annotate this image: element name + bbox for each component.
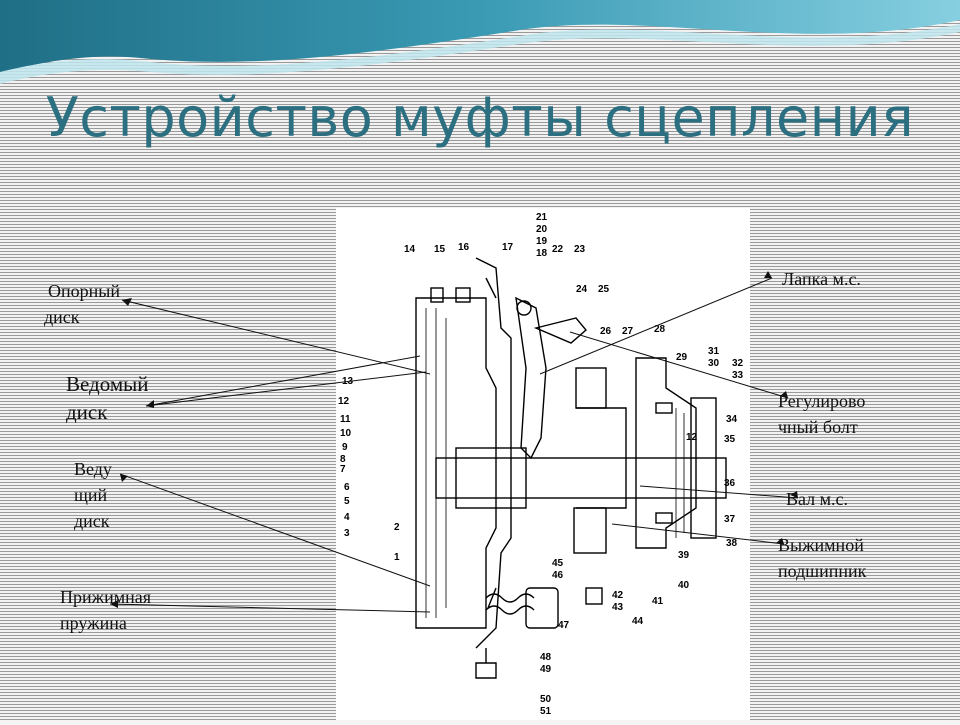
part-number: 12 xyxy=(338,396,350,407)
part-number: 33 xyxy=(732,370,744,381)
part-number: 8 xyxy=(340,454,346,465)
part-number: 25 xyxy=(598,284,610,295)
label-prizhimnaya-pruzhina: Прижимная пружина xyxy=(60,587,151,633)
shaft xyxy=(435,457,727,499)
part-number: 43 xyxy=(612,602,624,613)
part-number: 12 xyxy=(686,432,698,443)
part-number: 36 xyxy=(724,478,736,489)
part-number: 18 xyxy=(536,248,548,259)
part-number: 24 xyxy=(576,284,588,295)
clutch-diagram: 14 15 16 17 22 23 21 20 19 18 24 25 26 2… xyxy=(338,212,744,717)
label-regulirovochnyi-bolt: Регулирово чный болт xyxy=(778,391,866,437)
part-number: 32 xyxy=(732,358,744,369)
part-number: 11 xyxy=(340,414,351,425)
part-number: 35 xyxy=(724,434,736,445)
label-vyzhimnoi-podshipnik: Выжимной подшипник xyxy=(778,535,867,581)
part-number: 41 xyxy=(652,596,664,607)
part-number: 45 xyxy=(552,558,564,569)
part-number: 37 xyxy=(724,514,736,525)
part-number: 17 xyxy=(502,242,514,253)
part-number: 46 xyxy=(552,570,564,581)
part-number: 39 xyxy=(678,550,690,561)
part-number: 15 xyxy=(434,244,446,255)
part-number: 31 xyxy=(708,346,720,357)
part-number: 47 xyxy=(558,620,570,631)
part-number: 21 xyxy=(536,212,548,223)
housing-outline xyxy=(475,257,512,649)
clutch-diagram-panel: 14 15 16 17 22 23 21 20 19 18 24 25 26 2… xyxy=(336,208,750,720)
part-number: 10 xyxy=(340,428,352,439)
part-number: 23 xyxy=(574,244,586,255)
part-number: 51 xyxy=(540,706,552,717)
part-number: 20 xyxy=(536,224,548,235)
part-number-labels: 14 15 16 17 22 23 21 20 19 18 24 25 26 2… xyxy=(338,212,744,717)
part-number: 7 xyxy=(340,464,346,475)
flywheel-outline xyxy=(415,297,497,629)
part-number: 42 xyxy=(612,590,624,601)
part-number: 49 xyxy=(540,664,552,675)
part-number: 2 xyxy=(394,522,400,533)
part-number: 26 xyxy=(600,326,612,337)
part-number: 22 xyxy=(552,244,564,255)
part-number: 27 xyxy=(622,326,634,337)
label-val: Вал м.с. xyxy=(786,489,849,509)
part-number: 40 xyxy=(678,580,690,591)
part-number: 28 xyxy=(654,324,666,335)
label-vedushchii-disk: Веду щий диск xyxy=(74,459,112,531)
part-number: 48 xyxy=(540,652,552,663)
part-number: 30 xyxy=(708,358,720,369)
part-number: 44 xyxy=(632,616,644,627)
header-wave xyxy=(0,0,960,84)
part-number: 1 xyxy=(394,552,400,563)
part-number: 5 xyxy=(344,496,350,507)
part-number: 4 xyxy=(344,512,350,523)
label-lapka: Лапка м.с. xyxy=(782,269,861,289)
part-number: 29 xyxy=(676,352,688,363)
part-number: 9 xyxy=(342,442,348,453)
release-fork xyxy=(515,296,547,460)
gearbox-housing xyxy=(635,357,697,549)
part-number: 3 xyxy=(344,528,350,539)
part-number: 34 xyxy=(726,414,738,425)
part-number: 14 xyxy=(404,244,416,255)
label-vedomyi-disk: Ведомый диск xyxy=(66,372,149,424)
label-opornyi-disk: Опорный диск xyxy=(44,281,120,327)
part-number: 38 xyxy=(726,538,738,549)
part-number: 6 xyxy=(344,482,350,493)
part-number: 19 xyxy=(536,236,548,247)
page-title: Устройство муфты сцепления xyxy=(45,86,915,149)
part-number: 50 xyxy=(540,694,552,705)
part-number: 16 xyxy=(458,242,470,253)
